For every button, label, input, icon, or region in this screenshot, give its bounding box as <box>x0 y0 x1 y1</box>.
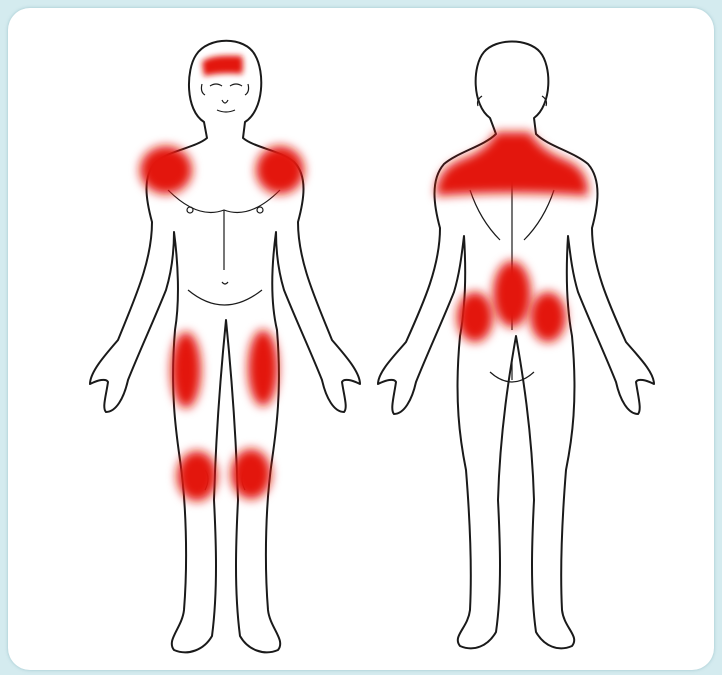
pain-right-thigh <box>171 332 201 408</box>
body-map <box>8 8 714 670</box>
front-body-outline <box>90 41 360 653</box>
pain-left-hip <box>530 292 566 342</box>
diagram-card <box>8 8 714 670</box>
pain-upper-back <box>436 132 588 196</box>
front-figure <box>90 41 360 653</box>
back-figure <box>378 42 654 649</box>
pain-lower-back <box>493 261 531 327</box>
pain-right-hip <box>457 292 493 342</box>
pain-forehead <box>202 56 243 76</box>
pain-left-knee <box>231 449 271 499</box>
pain-left-thigh <box>248 330 278 406</box>
pain-left-shoulder <box>256 146 304 194</box>
pain-right-knee <box>177 451 217 501</box>
pain-right-shoulder <box>140 146 192 194</box>
